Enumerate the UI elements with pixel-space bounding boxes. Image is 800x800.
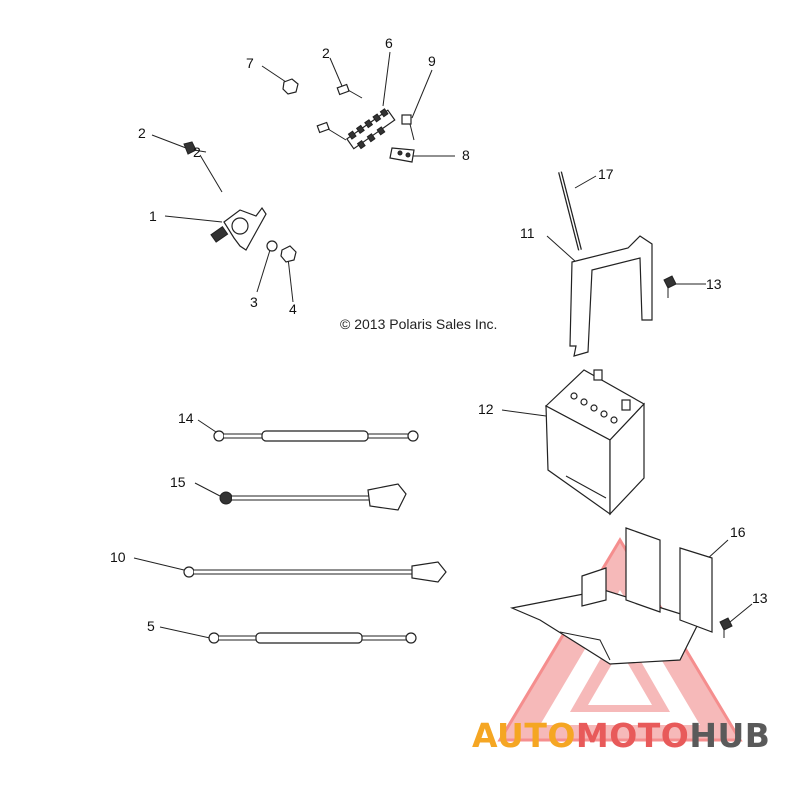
strap-8: [389, 147, 415, 163]
callout-13b: 13: [752, 590, 768, 606]
cable-15: [219, 483, 407, 511]
bolt-13b: [719, 617, 733, 638]
bolt-2a: [336, 83, 363, 99]
callout-17: 17: [598, 166, 614, 182]
logo-part-moto: MOTO: [575, 716, 690, 755]
terminal-block-6: [346, 108, 396, 150]
nut-7: [282, 78, 299, 95]
bolt-13a: [663, 275, 677, 298]
solenoid-1: [210, 206, 267, 251]
callout-3: 3: [250, 294, 258, 310]
cable-10: [183, 561, 447, 583]
callout-9: 9: [428, 53, 436, 69]
watermark-logo-text: AUTOMOTOHUB: [472, 716, 770, 755]
callout-2a: 2: [322, 45, 330, 61]
callout-2c: 2: [193, 144, 201, 160]
battery-12: [544, 369, 645, 516]
logo-part-hub: HUB: [689, 716, 771, 755]
callout-10: 10: [110, 549, 126, 565]
callout-14: 14: [178, 410, 194, 426]
callout-13a: 13: [706, 276, 722, 292]
cable-5: [208, 632, 417, 644]
callout-7: 7: [246, 55, 254, 71]
callout-16: 16: [730, 524, 746, 540]
callout-11: 11: [520, 225, 535, 241]
callout-12: 12: [478, 401, 494, 417]
callout-1: 1: [149, 208, 157, 224]
callout-2b: 2: [138, 125, 146, 141]
logo-part-auto: AUTO: [472, 716, 576, 755]
bolt-2c: [316, 121, 347, 141]
callout-8: 8: [462, 147, 470, 163]
cable-14: [213, 430, 419, 442]
rod-17: [558, 171, 582, 251]
nut-4: [280, 245, 297, 263]
copyright-text: © 2013 Polaris Sales Inc.: [340, 316, 497, 332]
callout-4: 4: [289, 301, 297, 317]
callout-6: 6: [385, 35, 393, 51]
bolt-2b: [183, 141, 207, 155]
callout-15: 15: [170, 474, 186, 490]
washer-3: [266, 240, 278, 252]
leader-lines: [133, 51, 753, 639]
bracket-11: [569, 235, 653, 357]
callout-5: 5: [147, 618, 155, 634]
callout-labels: 1 2 2 2 3 4 5 6 7 8 9 10 11 12 13 13 14 …: [110, 35, 768, 634]
bolt-9: [401, 114, 415, 141]
tray-16: [509, 527, 713, 665]
